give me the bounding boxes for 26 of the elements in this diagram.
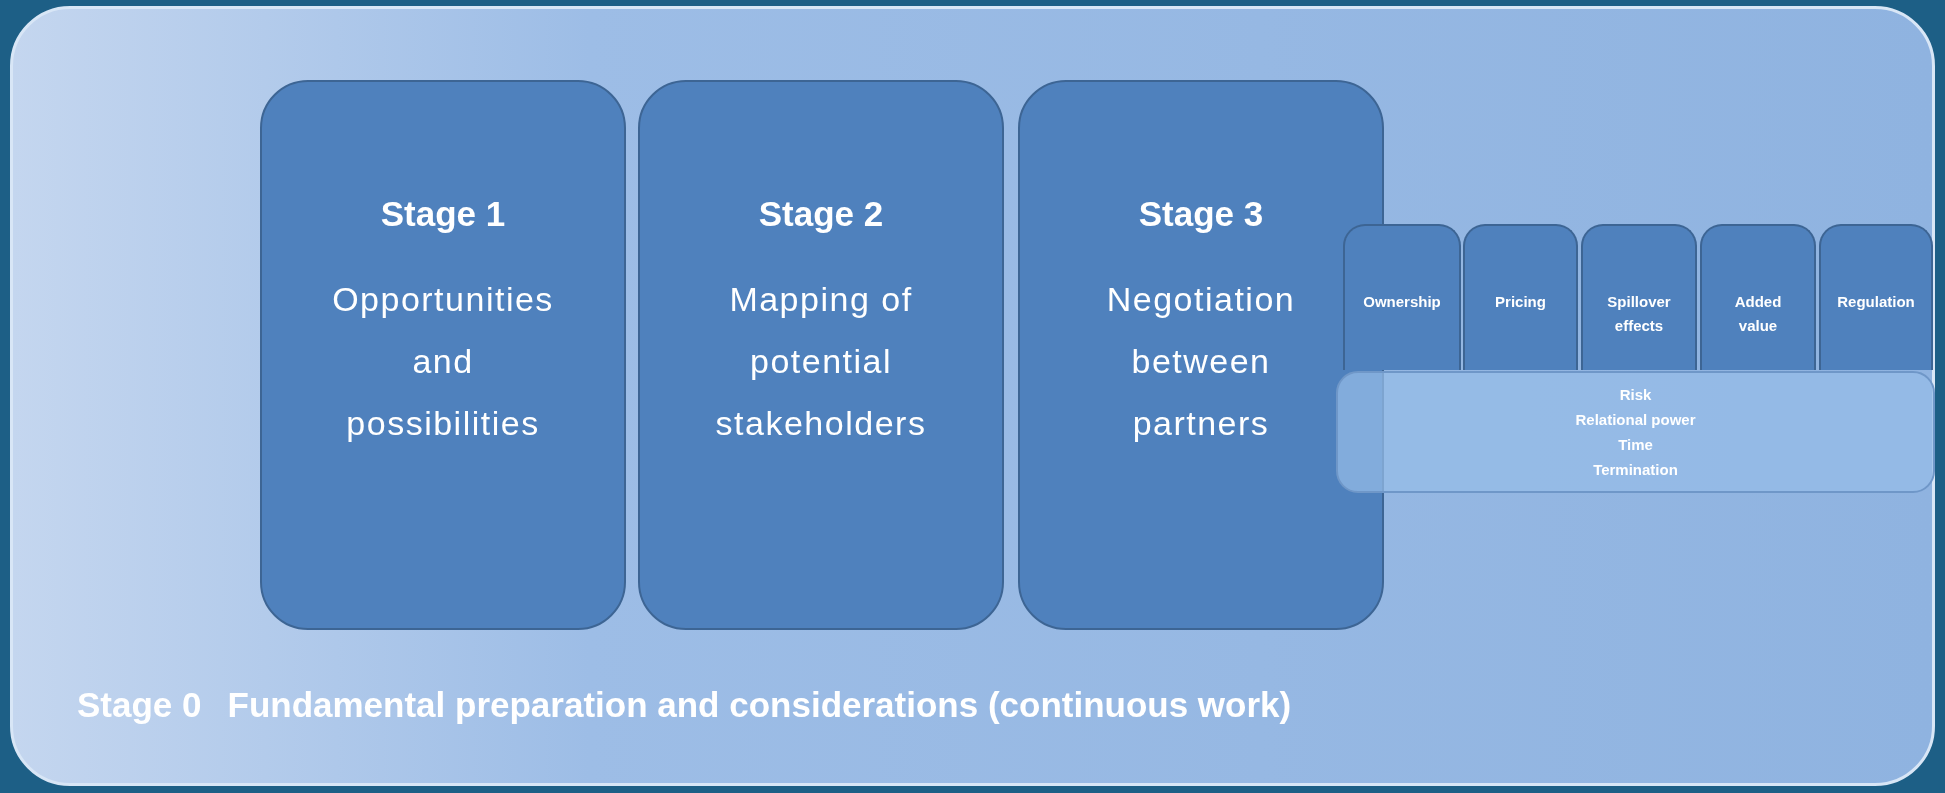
factor-band xyxy=(1336,371,1935,493)
stage-title: Opportunities and possibilities xyxy=(331,279,555,444)
stage-title: Fundamental preparation and considerations (continuous work) xyxy=(227,685,1292,725)
factor-box xyxy=(1463,224,1578,370)
factor-box xyxy=(1700,224,1816,370)
factor-box xyxy=(1819,224,1933,370)
stage-box xyxy=(638,80,1004,630)
factor-label: Time xyxy=(1618,435,1653,455)
factor-label: Termination xyxy=(1593,460,1678,480)
stage-number: Stage 3 xyxy=(1138,194,1264,234)
factor-label: Relational power xyxy=(1575,410,1696,430)
stage-title: Negotiation between partners xyxy=(1105,279,1297,444)
stage-number: Stage 2 xyxy=(758,194,884,234)
factor-box xyxy=(1581,224,1697,370)
stage-number: Stage 1 xyxy=(380,194,506,234)
factor-label: Spillover effects xyxy=(1606,292,1672,336)
stage-box xyxy=(260,80,626,630)
stage-number: Stage 0 xyxy=(77,685,202,725)
factor-label: Regulation xyxy=(1837,292,1915,312)
factor-label: Pricing xyxy=(1495,292,1546,312)
factor-label: Added value xyxy=(1733,292,1783,336)
factor-label: Risk xyxy=(1619,385,1652,405)
stage-panel xyxy=(10,6,1935,786)
factor-label: Ownership xyxy=(1363,292,1441,312)
factor-box xyxy=(1343,224,1461,370)
stage-title: Mapping of potential stakeholders xyxy=(714,279,928,444)
